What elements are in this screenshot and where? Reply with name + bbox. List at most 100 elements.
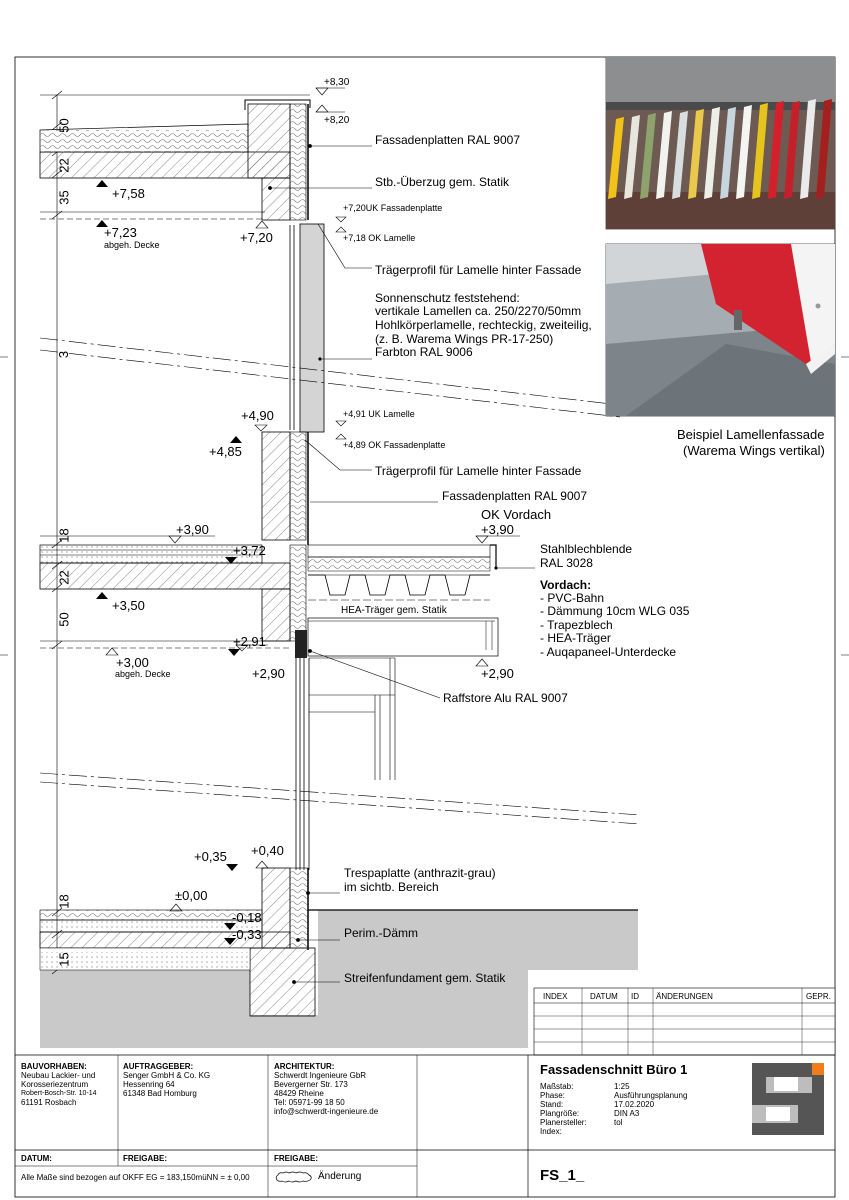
level-758: +7,58 <box>112 186 145 201</box>
rev-header-id: ID <box>631 992 639 1001</box>
meta-label-phase: Phase: <box>540 1091 565 1100</box>
note-raffstore: Raffstore Alu RAL 9007 <box>443 691 568 705</box>
note-trespa-1: Trespaplatte (anthrazit-grau) <box>344 866 496 880</box>
note-sonnenschutz-1: Sonnenschutz feststehend: <box>375 291 520 305</box>
meta-label-planersteller: Planersteller: <box>540 1118 587 1127</box>
note-vordach-item-1: - PVC-Bahn <box>540 591 605 605</box>
level-390-right: +3,90 <box>481 522 514 537</box>
meta-label-massstab: Maßstab: <box>540 1082 574 1091</box>
lamella <box>299 223 325 433</box>
architektur-label: ARCHITEKTUR: <box>274 1062 335 1071</box>
note-uk-fassadenplatte-top: +7,20UK Fassadenplatte <box>343 203 443 213</box>
note-perim: Perim.-Dämm <box>344 926 418 940</box>
level-035: +0,35 <box>194 849 227 864</box>
meta-label-stand: Stand: <box>540 1100 564 1109</box>
note-sonnenschutz-5: Farbton RAL 9006 <box>375 345 473 359</box>
meta-value-planersteller: tol <box>614 1118 623 1127</box>
plan-title: Fassadenschnitt Büro 1 <box>540 1062 688 1077</box>
note-sonnenschutz-3: Hohlkörperlamelle, rechteckig, zweiteili… <box>375 318 592 332</box>
architektur-block: ARCHITEKTUR: Schwerdt Ingenieure GbR Bev… <box>274 1062 378 1116</box>
bauvorhaben-line2: Korosseriezentrum <box>21 1080 89 1089</box>
meta-value-massstab: 1:25 <box>614 1082 630 1091</box>
level-372: +3,72 <box>233 543 266 558</box>
note-streifenfundament: Streifenfundament gem. Statik <box>344 971 506 985</box>
level-390-left: +3,90 <box>176 522 209 537</box>
freigabe1-label: FREIGABE: <box>123 1154 167 1163</box>
level-300: +3,00 <box>116 655 149 670</box>
note-ok-vordach: OK Vordach <box>481 507 552 522</box>
level-720: +7,20 <box>240 230 273 245</box>
bauvorhaben-label: BAUVORHABEN: <box>21 1062 87 1071</box>
plan-meta-values: 1:25 Ausführungsplanung 17.02.2020 DIN A… <box>614 1082 687 1127</box>
level-485: +4,85 <box>209 444 242 459</box>
raffstore-box <box>295 630 307 658</box>
bauvorhaben-line4: 61191 Rosbach <box>21 1098 77 1107</box>
note-abgeh-decke-top: abgeh. Decke <box>104 240 160 250</box>
architektur-line4: Tel: 05971-99 18 50 <box>274 1098 345 1107</box>
note-traegerprofil-bottom: Trägerprofil für Lamelle hinter Fassade <box>375 464 582 478</box>
level-723: +7,23 <box>104 225 137 240</box>
rev-header-datum: DATUM <box>590 992 618 1001</box>
architektur-line3: 48429 Rheine <box>274 1089 324 1098</box>
architektur-line1: Schwerdt Ingenieure GbR <box>274 1071 367 1080</box>
reference-note: Alle Maße sind bezogen auf OKFF EG = 183… <box>21 1173 250 1182</box>
plan-meta-labels: Maßstab: Phase: Stand: Plangröße: Planer… <box>540 1082 587 1136</box>
architektur-line5: info@schwerdt-ingenieure.de <box>274 1107 379 1116</box>
level-m018: -0,18 <box>232 910 262 925</box>
level-040: +0,40 <box>251 843 284 858</box>
photo-caption-line1: Beispiel Lamellenfassade <box>677 427 825 442</box>
auftraggeber-block: AUFTRAGGEBER: Senger GmbH & Co. KG Hesse… <box>123 1062 210 1098</box>
rev-header-gepr: GEPR. <box>806 992 831 1001</box>
note-hea: HEA-Träger gem. Statik <box>341 605 447 616</box>
meta-label-plangroesse: Plangröße: <box>540 1109 580 1118</box>
note-abgeh-decke-bottom: abgeh. Decke <box>115 669 171 679</box>
photo-lamella-facade <box>606 57 835 229</box>
photo-lamella-detail <box>606 244 835 416</box>
level-820: +8,20 <box>324 115 350 126</box>
note-stahlblechblende-2: RAL 3028 <box>540 556 593 570</box>
auftraggeber-line1: Senger GmbH & Co. KG <box>123 1071 211 1080</box>
note-vordach-item-5: - Auqapaneel-Unterdecke <box>540 645 677 659</box>
note-ok-lamelle: +7,18 OK Lamelle <box>343 233 416 243</box>
note-stahlblechblende-1: Stahlblechblende <box>540 542 633 556</box>
company-logo <box>752 1063 824 1135</box>
note-uk-lamelle: +4,91 UK Lamelle <box>343 409 415 419</box>
note-trespa-2: im sichtb. Bereich <box>344 880 439 894</box>
note-vordach-title: Vordach: <box>540 578 592 592</box>
datum-label: DATUM: <box>21 1154 52 1163</box>
photo-caption-line2: (Warema Wings vertikal) <box>683 443 825 458</box>
leader-lines <box>268 144 535 984</box>
bauvorhaben-line3: Robert-Bosch-Str. 10-14 <box>21 1090 97 1097</box>
rev-header-index: INDEX <box>543 992 568 1001</box>
auftraggeber-line3: 61348 Bad Homburg <box>123 1089 197 1098</box>
note-ok-fassadenplatte: +4,89 OK Fassadenplatte <box>343 440 446 450</box>
meta-value-plangroesse: DIN A3 <box>614 1109 640 1118</box>
meta-value-phase: Ausführungsplanung <box>614 1091 688 1100</box>
aenderung-label: Änderung <box>318 1171 362 1182</box>
cloud-icon <box>275 1171 312 1183</box>
architektur-line2: Bevergerner Str. 173 <box>274 1080 348 1089</box>
note-fassadenplatten-mid: Fassadenplatten RAL 9007 <box>442 489 587 503</box>
note-vordach-item-3: - Trapezblech <box>540 618 613 632</box>
level-290-right: +2,90 <box>481 666 514 681</box>
plan-number: FS_1_ <box>540 1167 585 1184</box>
level-490: +4,90 <box>241 408 274 423</box>
level-350: +3,50 <box>112 598 145 613</box>
freigabe2-label: FREIGABE: <box>274 1154 318 1163</box>
level-290-left: +2,90 <box>252 666 285 681</box>
note-vordach-item-4: - HEA-Träger <box>540 631 611 645</box>
note-sonnenschutz-4: (z. B. Warema Wings PR-17-250) <box>375 332 554 346</box>
note-sonnenschutz-2: vertikale Lamellen ca. 250/2270/50mm <box>375 304 582 318</box>
note-vordach-item-2: - Dämmung 10cm WLG 035 <box>540 604 690 618</box>
level-m033: -0,33 <box>232 927 262 942</box>
bauvorhaben-block: BAUVORHABEN: Neubau Lackier- und Korosse… <box>21 1062 96 1107</box>
lamella-strips <box>608 99 832 199</box>
note-fassadenplatten-top: Fassadenplatten RAL 9007 <box>375 133 520 147</box>
level-000: ±0,00 <box>175 888 208 903</box>
meta-value-stand: 17.02.2020 <box>614 1100 655 1109</box>
rev-header-aenderungen: ÄNDERUNGEN <box>656 992 713 1001</box>
bauvorhaben-line1: Neubau Lackier- und <box>21 1071 96 1080</box>
level-830: +8,30 <box>324 77 350 88</box>
auftraggeber-label: AUFTRAGGEBER: <box>123 1062 194 1071</box>
